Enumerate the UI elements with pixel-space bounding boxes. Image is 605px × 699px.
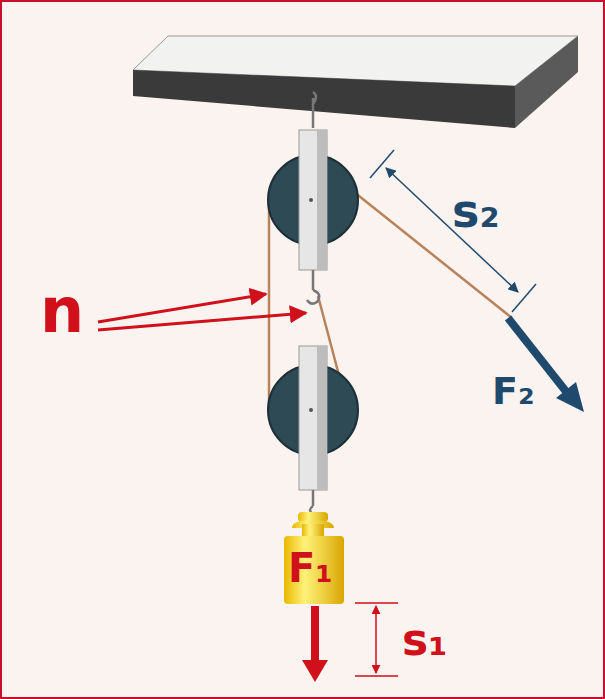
distance-label: s₂: [452, 188, 500, 234]
rope-count-label: n: [40, 280, 84, 342]
force-label: F₁: [288, 548, 333, 588]
dimension-line: [355, 603, 398, 676]
force-arrow: [302, 660, 328, 682]
hook: [313, 92, 316, 128]
pointer-arrow: [98, 294, 306, 330]
fixed-pulley: [268, 130, 358, 270]
force-arrow: [311, 606, 319, 662]
force-label: F₂: [492, 372, 535, 410]
force-arrow: [556, 382, 584, 412]
movable-pulley: [268, 346, 358, 490]
weight: [284, 512, 344, 604]
distance-label: s₁: [402, 618, 447, 662]
dimension-line: [370, 150, 536, 312]
hook: [307, 270, 319, 304]
ceiling-slab: [133, 36, 578, 128]
hook: [310, 490, 313, 514]
